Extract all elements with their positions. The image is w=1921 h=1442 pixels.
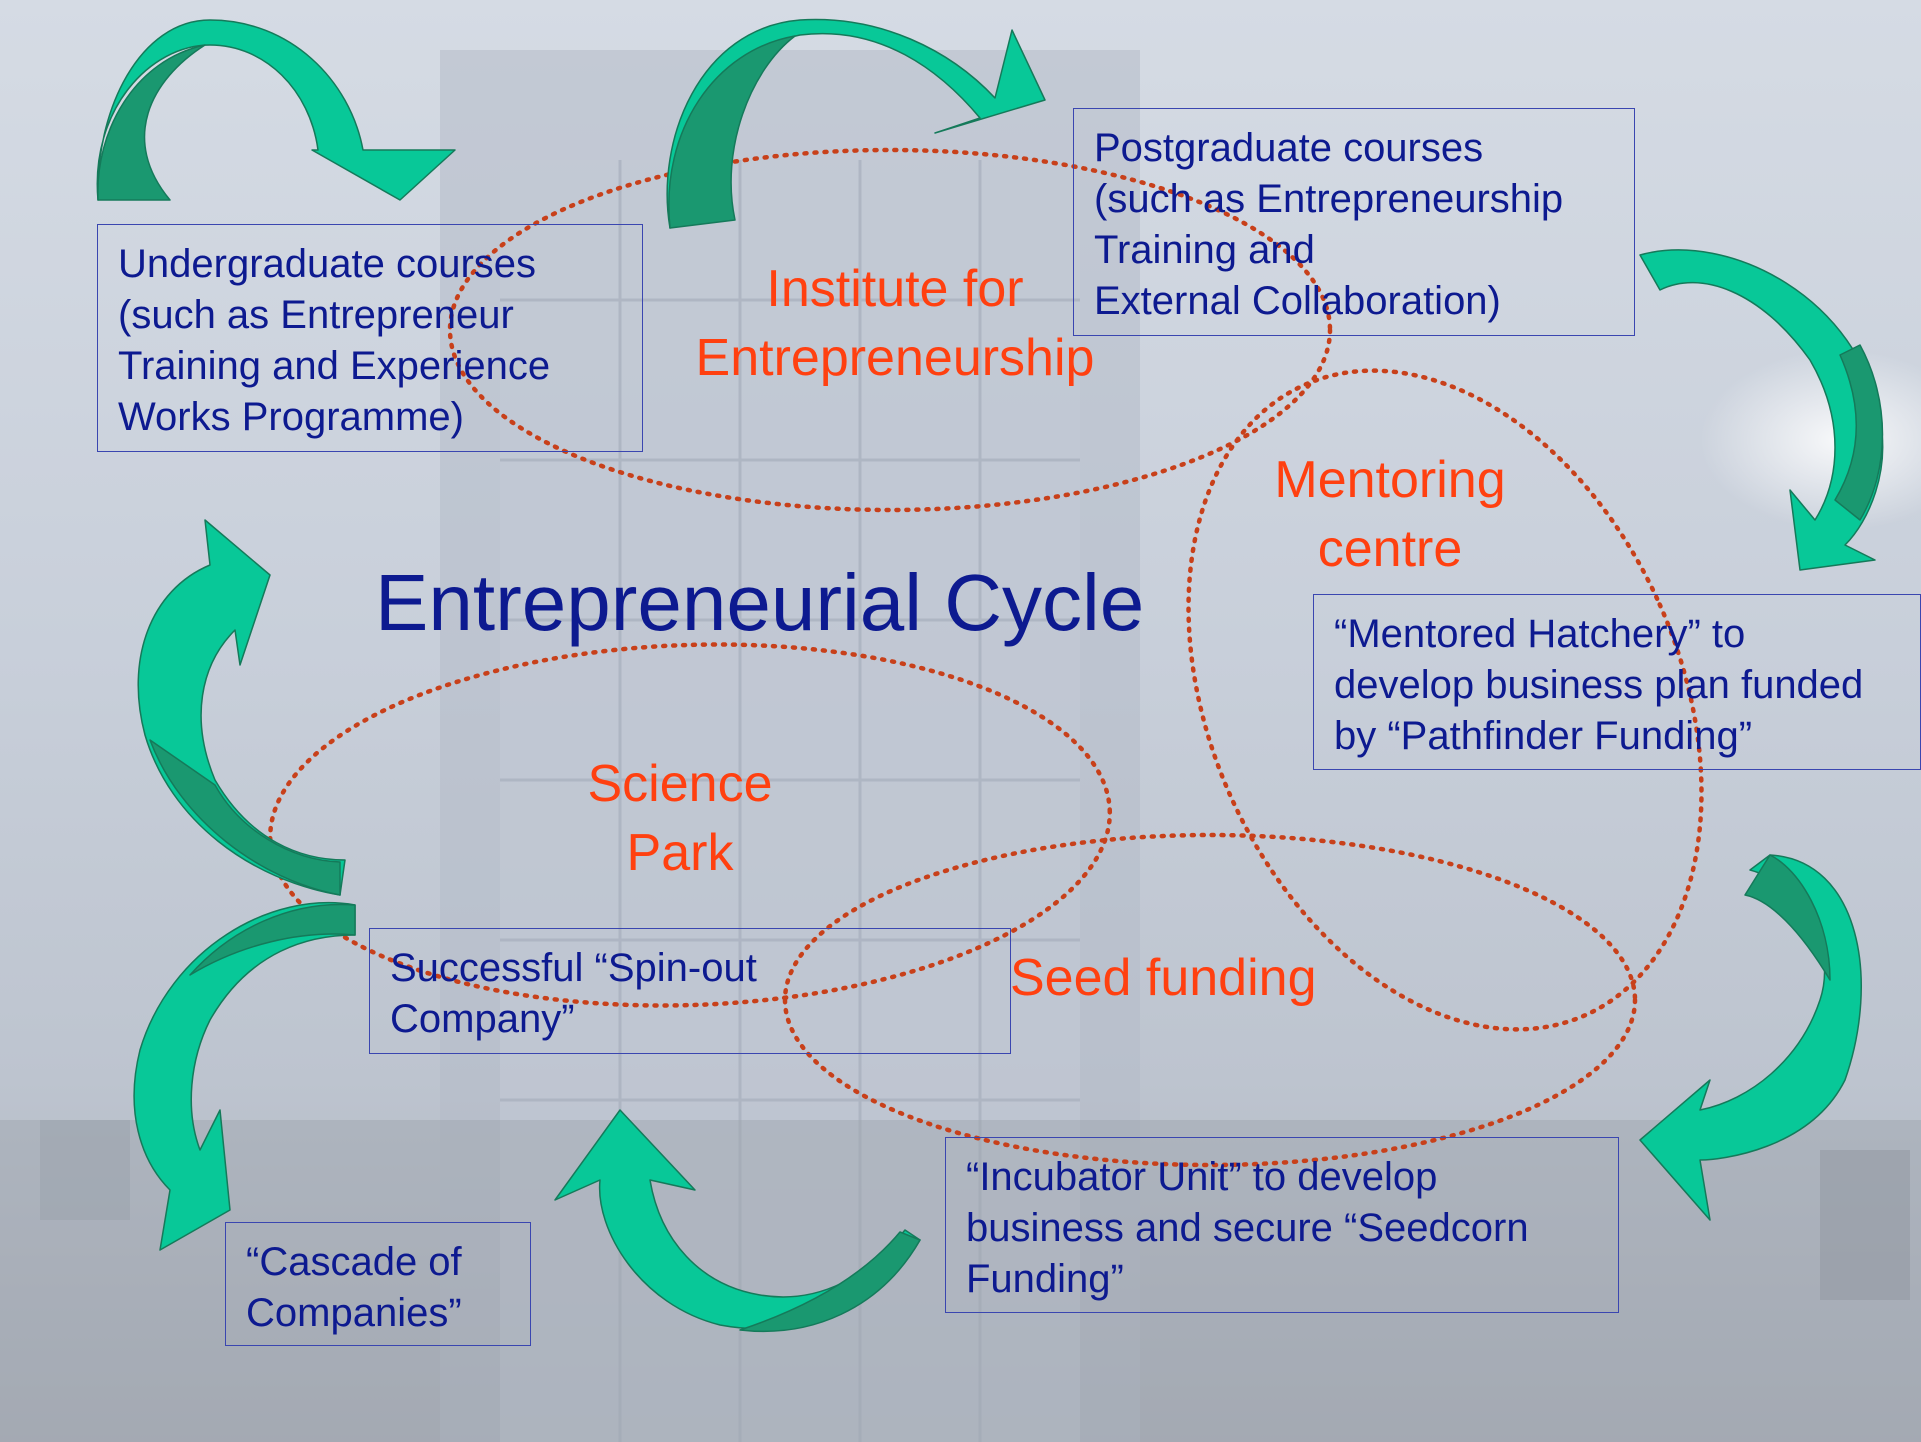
curved-arrow-icon bbox=[1639, 249, 1884, 571]
institute-ellipse bbox=[447, 147, 1333, 513]
undergraduate-box: Undergraduate courses (such as Entrepren… bbox=[97, 224, 643, 452]
postgraduate-box: Postgraduate courses (such as Entreprene… bbox=[1073, 108, 1635, 336]
curved-arrow-shadow-icon bbox=[149, 739, 341, 896]
spinout-box: Successful “Spin-out Company” bbox=[369, 928, 1011, 1054]
cascade-box: “Cascade of Companies” bbox=[225, 1222, 531, 1346]
curved-arrow-shadow-icon bbox=[739, 1231, 921, 1333]
seed-funding-label: Seed funding bbox=[1010, 949, 1317, 1007]
mentoring-ellipse bbox=[1186, 368, 1704, 1032]
curved-arrow-icon bbox=[1639, 854, 1862, 1221]
seed-funding-ellipse bbox=[782, 832, 1638, 1168]
curved-arrow-shadow-icon bbox=[1834, 344, 1884, 521]
curved-arrow-shadow-icon bbox=[189, 903, 356, 976]
curved-arrow-icon bbox=[133, 901, 356, 1251]
incubator-box: “Incubator Unit” to develop business and… bbox=[945, 1137, 1619, 1313]
curved-arrow-shadow-icon bbox=[1744, 854, 1831, 981]
diagram-title: Entrepreneurial Cycle bbox=[375, 558, 1145, 647]
science-park-label: Science Park bbox=[587, 755, 773, 882]
curved-arrow-shadow-icon bbox=[668, 35, 796, 229]
hatchery-box: “Mentored Hatchery” to develop business … bbox=[1313, 594, 1921, 770]
mentoring-label: Mentoring centre bbox=[1274, 451, 1506, 578]
curved-arrow-shadow-icon bbox=[97, 44, 206, 201]
curved-arrow-icon bbox=[96, 19, 456, 201]
institute-label: Institute for Entrepreneurship bbox=[695, 260, 1095, 387]
